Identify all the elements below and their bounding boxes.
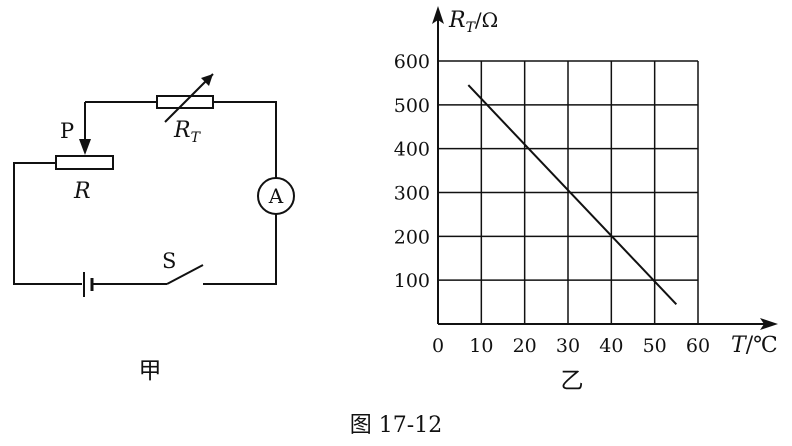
y-tick-label-600: 600 bbox=[394, 51, 430, 73]
figure-caption: 图 17-12 bbox=[350, 413, 442, 438]
rt-vs-temperature-chart: 0 10 20 30 40 50 60 100 200 300 400 500 600 bbox=[394, 6, 778, 357]
switch-label: S bbox=[162, 249, 176, 273]
y-axis-label: RT/Ω bbox=[448, 8, 498, 36]
slider-label: P bbox=[60, 119, 74, 143]
ammeter-label: A bbox=[268, 184, 284, 208]
wire-left bbox=[13, 162, 82, 285]
series-line-0 bbox=[467, 84, 678, 305]
switch-blade bbox=[166, 264, 204, 285]
x-tick-label-30: 30 bbox=[556, 335, 580, 357]
thermistor-label-main: R bbox=[173, 118, 191, 143]
y-tick-label-200: 200 bbox=[394, 226, 430, 248]
x-axis-label-unit: /℃ bbox=[746, 333, 778, 358]
series bbox=[467, 84, 678, 305]
y-tick-label-500: 500 bbox=[394, 95, 430, 117]
x-tick-label-40: 40 bbox=[599, 335, 623, 357]
x-axis-label-main: T bbox=[731, 333, 748, 358]
y-axis-label-sub: T bbox=[466, 20, 477, 36]
wire-bottom-right bbox=[203, 214, 277, 285]
wire-top-right bbox=[213, 101, 277, 178]
x-tick-label-10: 10 bbox=[469, 335, 493, 357]
x-tick-label-20: 20 bbox=[513, 335, 537, 357]
y-tick-label-400: 400 bbox=[394, 139, 430, 161]
x-tick-label-0: 0 bbox=[432, 335, 444, 357]
grid bbox=[438, 60, 699, 324]
y-axis-label-main: R bbox=[448, 8, 466, 33]
y-axis-arrow bbox=[432, 6, 444, 24]
thermistor-arrow-head bbox=[201, 74, 213, 86]
ammeter-circle bbox=[257, 177, 295, 215]
x-axis-label: T/℃ bbox=[731, 333, 778, 358]
tick-labels: 0 10 20 30 40 50 60 100 200 300 400 500 600 bbox=[394, 51, 710, 357]
y-tick-label-100: 100 bbox=[394, 270, 430, 292]
slider-arrow-head bbox=[79, 139, 91, 155]
y-axis-label-unit: /Ω bbox=[475, 8, 498, 32]
thermistor-label-sub: T bbox=[191, 130, 202, 146]
x-tick-label-60: 60 bbox=[686, 335, 710, 357]
rheostat-body bbox=[55, 155, 114, 170]
y-tick-label-300: 300 bbox=[394, 183, 430, 205]
x-tick-label-50: 50 bbox=[643, 335, 667, 357]
chart-caption: 乙 bbox=[561, 368, 584, 394]
x-axis-arrow bbox=[760, 318, 778, 330]
thermistor-label: RT bbox=[173, 118, 202, 146]
circuit-diagram bbox=[13, 73, 295, 297]
axes bbox=[432, 6, 778, 330]
rheostat-label: R bbox=[73, 179, 91, 204]
circuit-caption: 甲 bbox=[139, 358, 162, 384]
